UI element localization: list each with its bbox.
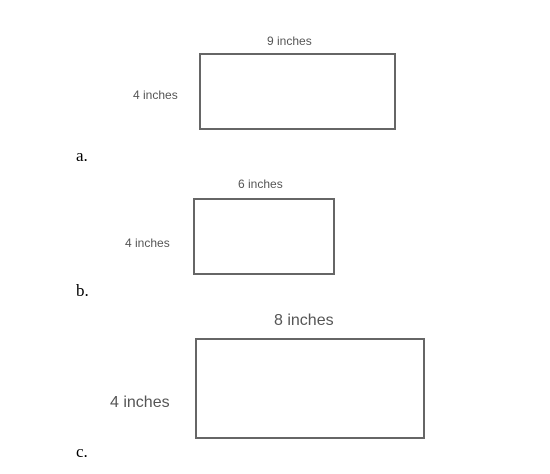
rectangle-a-height-label: 4 inches	[133, 88, 178, 102]
rectangle-b-height-label: 4 inches	[125, 236, 170, 250]
rectangle-b-width-label: 6 inches	[238, 177, 283, 191]
rectangle-b	[193, 198, 335, 275]
rectangle-c-height-label: 4 inches	[110, 394, 170, 411]
rectangle-a-width-label: 9 inches	[267, 34, 312, 48]
rectangle-a	[199, 53, 396, 130]
option-a-letter[interactable]: a.	[76, 146, 88, 165]
option-c-letter[interactable]: c.	[76, 442, 88, 461]
option-b-letter[interactable]: b.	[76, 281, 89, 300]
rectangle-c	[195, 338, 425, 439]
rectangle-c-width-label: 8 inches	[274, 312, 334, 329]
